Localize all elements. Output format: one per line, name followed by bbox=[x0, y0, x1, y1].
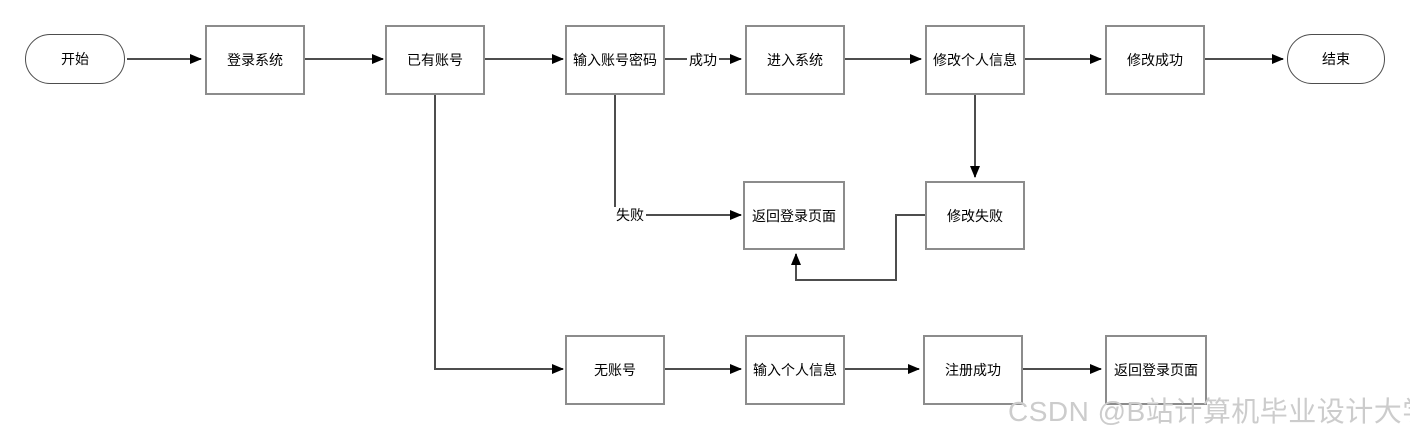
node-return-login-bottom: 返回登录页面 bbox=[1105, 335, 1207, 405]
node-edit-fail: 修改失败 bbox=[925, 181, 1025, 250]
node-no-account: 无账号 bbox=[565, 335, 665, 405]
node-enter-system: 进入系统 bbox=[745, 25, 845, 95]
node-register-success: 注册成功 bbox=[923, 335, 1023, 405]
edge-edit-fail-to-return-login bbox=[791, 214, 925, 281]
node-return-login-mid: 返回登录页面 bbox=[743, 181, 845, 250]
node-enter-credentials: 输入账号密码 bbox=[565, 25, 665, 95]
edge-label-success: 成功 bbox=[687, 52, 719, 68]
node-enter-personal-info: 输入个人信息 bbox=[745, 335, 845, 405]
edge-has-account-to-no-account bbox=[434, 95, 564, 374]
node-has-account: 已有账号 bbox=[385, 25, 485, 95]
node-start: 开始 bbox=[25, 34, 125, 84]
edge-credentials-fail-to-return-login bbox=[614, 95, 742, 220]
watermark-text: CSDN @B站计算机毕业设计大学 bbox=[1008, 396, 1410, 427]
node-edit-profile: 修改个人信息 bbox=[925, 25, 1025, 95]
edge-label-fail: 失败 bbox=[614, 207, 646, 223]
node-login-system: 登录系统 bbox=[205, 25, 305, 95]
node-edit-success: 修改成功 bbox=[1105, 25, 1205, 95]
node-end: 结束 bbox=[1287, 34, 1385, 84]
